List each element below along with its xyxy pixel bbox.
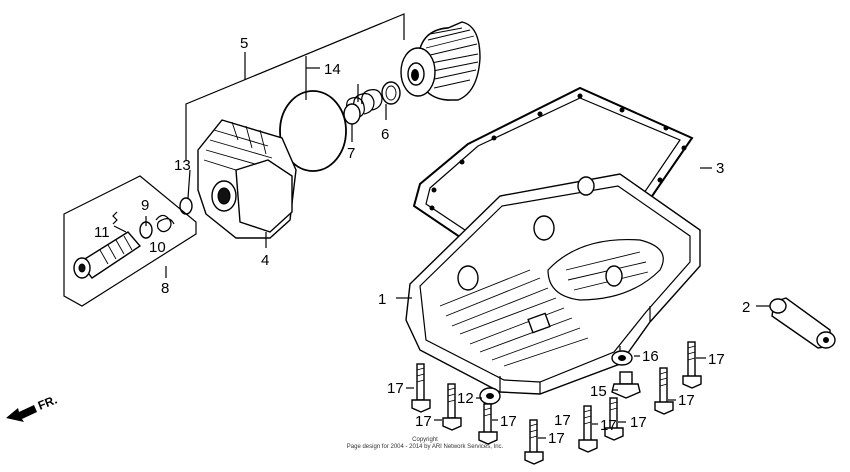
callout-17-a: 17 (387, 380, 404, 397)
drain-bolt (611, 371, 641, 399)
callout-9: 9 (141, 197, 149, 214)
spring (343, 89, 383, 125)
callout-17-e: 17 (554, 412, 571, 429)
front-direction-label: FR. (36, 393, 59, 413)
callout-17-h: 17 (678, 392, 695, 409)
bolt-17-b (442, 383, 462, 431)
oil-pan (405, 173, 701, 395)
front-arrow-icon: FR. (6, 393, 59, 422)
copyright-line-1: Copyright (412, 437, 438, 443)
callout-17-d: 17 (548, 430, 565, 447)
callout-6: 6 (381, 126, 389, 143)
callout-17-g: 17 (630, 414, 647, 431)
callout-1: 1 (378, 291, 386, 308)
callout-2: 2 (742, 299, 750, 316)
callout-17-b: 17 (415, 413, 432, 430)
leader-lines (113, 84, 770, 439)
callout-brackets (185, 13, 405, 160)
drain-washer (611, 350, 633, 366)
filter-housing (179, 119, 297, 239)
bolt-17-c (478, 403, 498, 445)
bolt-17-f (604, 397, 624, 441)
callout-16: 16 (642, 348, 659, 365)
callout-11: 11 (94, 224, 110, 241)
callout-5: 5 (240, 35, 248, 52)
callout-3: 3 (716, 160, 724, 177)
copyright-line-2: Page design for 2004 - 2014 by ARI Netwo… (346, 444, 504, 450)
oil-filter (400, 21, 481, 101)
callout-15: 15 (590, 383, 607, 400)
bolt-17-a (411, 363, 431, 413)
callout-17-i: 17 (708, 351, 725, 368)
sealing-washer (479, 387, 501, 405)
callout-4: 4 (261, 252, 269, 269)
callout-10: 10 (149, 239, 166, 256)
callout-12: 12 (457, 390, 474, 407)
callout-8: 8 (161, 280, 169, 297)
callout-13: 13 (174, 157, 191, 174)
bolt-17-h (682, 341, 702, 389)
oil-pan-bracket (769, 297, 836, 349)
bolt-17-d (524, 419, 544, 465)
callout-7: 7 (347, 145, 355, 162)
callout-17-c: 17 (500, 413, 517, 430)
bolt-17-e (578, 405, 598, 453)
o-ring-large (279, 90, 347, 172)
callout-17-f: 17 (600, 417, 617, 434)
callout-14: 14 (324, 61, 341, 78)
relief-valve (63, 175, 197, 307)
bolt-17-g (654, 367, 674, 415)
o-ring-small (381, 81, 401, 105)
